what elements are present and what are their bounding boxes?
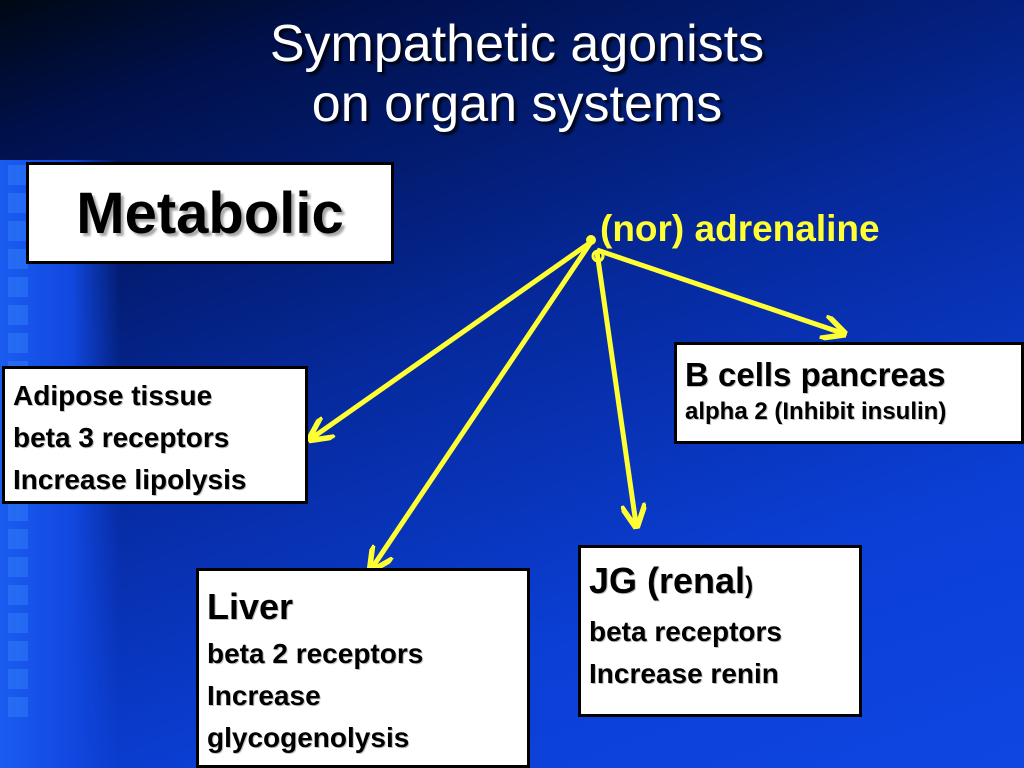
section-label: Metabolic — [76, 180, 344, 246]
adipose-effect: Increase lipolysis — [13, 464, 247, 495]
liver-box: Liver beta 2 receptors Increase glycogen… — [196, 568, 530, 768]
jg-renal-box: JG (renal) beta receptors Increase renin — [578, 545, 862, 717]
jg-title-main: JG (renal — [589, 560, 746, 601]
hub-label: (nor) adrenaline — [600, 208, 880, 249]
jg-receptor: beta receptors — [589, 616, 782, 647]
b-cells-pancreas-box: B cells pancreas alpha 2 (Inhibit insuli… — [674, 342, 1024, 444]
adipose-title: Adipose tissue — [13, 380, 213, 411]
liver-receptor: beta 2 receptors — [207, 638, 424, 669]
jg-effect: Increase renin — [589, 658, 779, 689]
jg-title-paren: ) — [745, 572, 754, 599]
title-line-2: on organ systems — [311, 75, 723, 133]
liver-effect-line1: Increase — [207, 680, 321, 711]
liver-title: Liver — [207, 586, 294, 627]
title-line-1: Sympathetic agonists — [269, 15, 765, 73]
slide-title: Sympathetic agonists on organ systems — [0, 14, 1024, 134]
arrow-to-jg — [594, 251, 636, 524]
bcells-title: B cells pancreas — [685, 356, 946, 393]
bcells-receptor-effect: alpha 2 (Inhibit insulin) — [685, 398, 947, 425]
section-label-box: Metabolic — [26, 162, 394, 264]
arrow-to-adipose — [312, 239, 593, 438]
adipose-receptor: beta 3 receptors — [13, 422, 230, 453]
adipose-tissue-box: Adipose tissue beta 3 receptors Increase… — [2, 366, 308, 504]
liver-effect-line2: glycogenolysis — [207, 722, 410, 753]
arrow-to-liver — [372, 240, 594, 568]
arrow-to-bcells — [596, 247, 842, 333]
jg-title: JG (renal) — [589, 556, 851, 611]
